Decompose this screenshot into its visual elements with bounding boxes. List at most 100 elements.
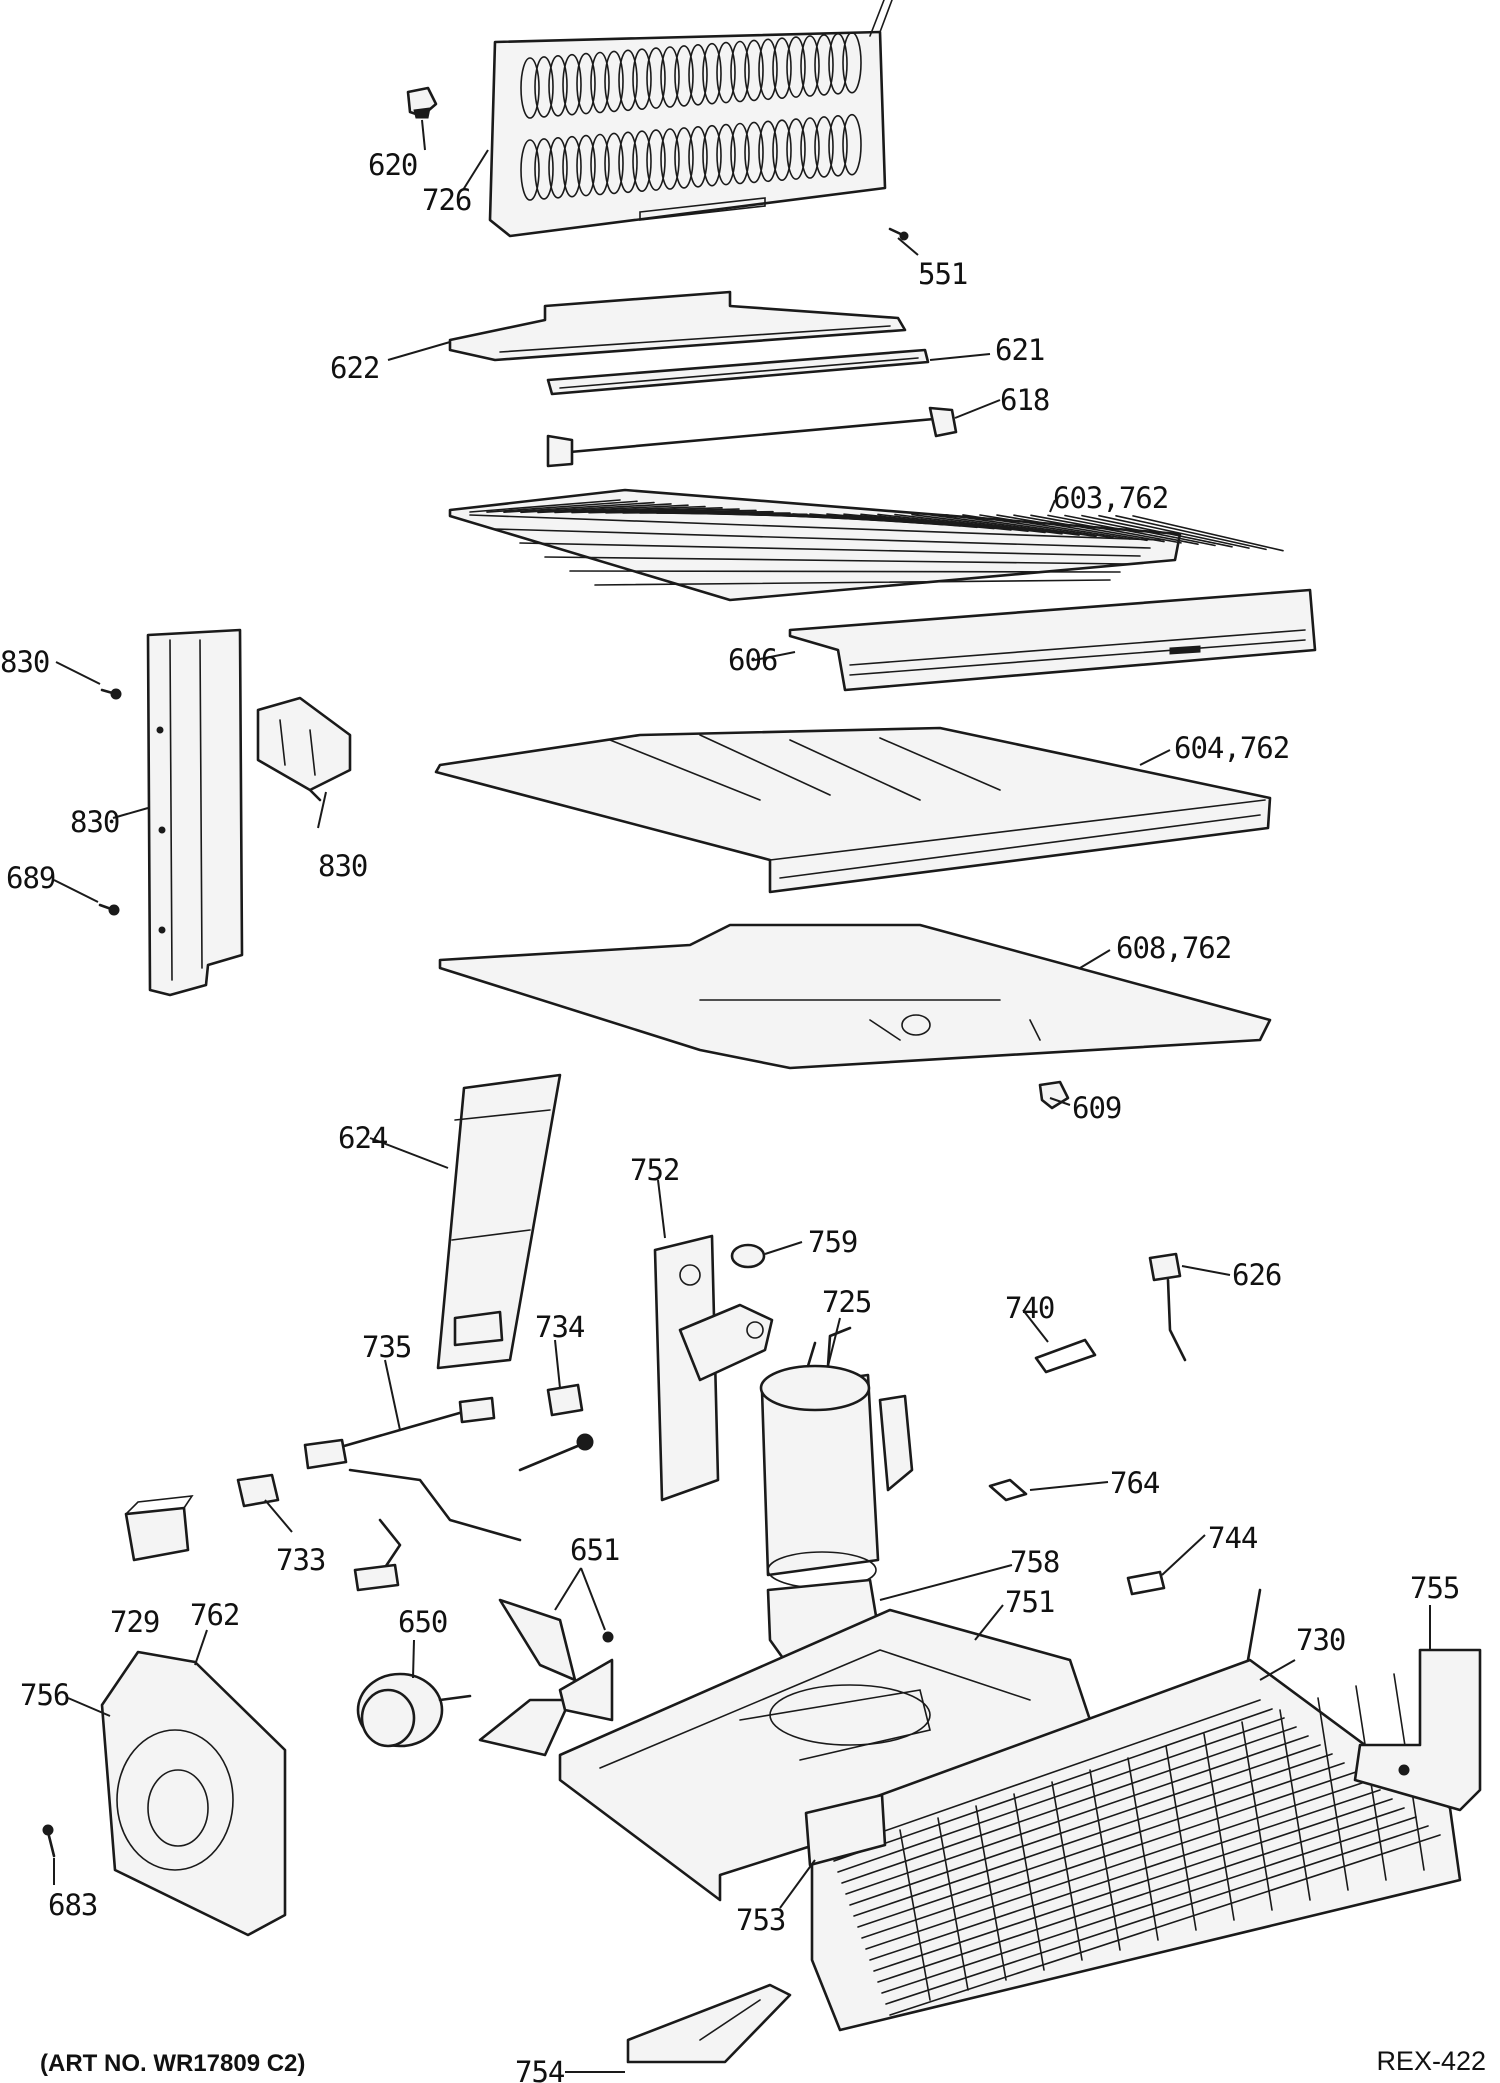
- condenser-tube: [877, 1807, 1405, 1983]
- coil-loop: [660, 46, 680, 108]
- shelf-wire: [911, 513, 1063, 535]
- part-733-clip[interactable]: [236, 1473, 280, 1508]
- shelf-rail: [569, 570, 1121, 573]
- part-729-relay[interactable]: [124, 1495, 194, 1562]
- part-551-screw[interactable]: [888, 227, 909, 241]
- shelf-wire: [1064, 514, 1216, 547]
- part-725-compressor[interactable]: [759, 1326, 914, 1589]
- condenser-wire: [975, 1805, 1007, 1981]
- condenser-tube: [857, 1762, 1345, 1928]
- part-755-bracket[interactable]: [1353, 1648, 1482, 1812]
- shelf-wire: [554, 505, 706, 514]
- part-604-divider[interactable]: [434, 726, 1272, 894]
- part-609-clip[interactable]: [1038, 1080, 1070, 1110]
- part-626-thermostat[interactable]: [1148, 1252, 1187, 1362]
- condenser-wire: [1051, 1781, 1083, 1961]
- shelf-wire: [486, 500, 638, 513]
- coil-loop: [660, 128, 680, 190]
- condenser-tube: [845, 1735, 1309, 1895]
- label-609: 609: [1072, 1091, 1121, 1125]
- part-744-clip[interactable]: [1126, 1570, 1166, 1596]
- coil-loop: [520, 57, 540, 119]
- label-551: 551: [918, 257, 967, 291]
- condenser-wire: [1127, 1757, 1159, 1941]
- part-726-evaporator[interactable]: [488, 0, 893, 238]
- part-754-pan[interactable]: [626, 1983, 792, 2064]
- label-830-screw: 830: [0, 645, 49, 679]
- label-830-switch: 830: [318, 849, 367, 883]
- label-650: 650: [398, 1605, 447, 1639]
- part-730-condenser[interactable]: [810, 1588, 1462, 2032]
- condenser-wire: [1203, 1733, 1235, 1921]
- coil-loop: [828, 32, 848, 95]
- part-618-heater[interactable]: [546, 406, 958, 468]
- part-756-shroud[interactable]: [100, 1650, 287, 1937]
- shelf-rail: [594, 579, 1111, 586]
- part-734-relay[interactable]: [546, 1383, 584, 1417]
- condenser-tube: [829, 1699, 1261, 1851]
- part-830-screw[interactable]: [100, 688, 122, 700]
- shelf-rail: [519, 542, 1141, 557]
- part-620-clip[interactable]: [406, 86, 438, 119]
- coil-loop: [548, 137, 568, 199]
- shelf-wire: [1115, 514, 1267, 551]
- coil-loop: [590, 51, 610, 114]
- label-730: 730: [1296, 1623, 1345, 1657]
- label-762: 762: [190, 1598, 239, 1632]
- condenser-wire: [1241, 1721, 1273, 1911]
- shelf-wire: [1030, 514, 1182, 544]
- part-621-bracket[interactable]: [546, 348, 930, 396]
- condenser-wire: [1165, 1745, 1197, 1931]
- condenser-wire: [937, 1817, 969, 1991]
- label-735: 735: [362, 1330, 411, 1364]
- part-830-switch[interactable]: [256, 696, 352, 802]
- condenser-tube: [849, 1744, 1321, 1906]
- part-603-shelf[interactable]: [448, 488, 1284, 602]
- part-606-duct[interactable]: [788, 588, 1317, 692]
- condenser-wire: [1279, 1709, 1311, 1901]
- shelf-wire: [520, 503, 672, 514]
- coil-loop: [716, 123, 736, 186]
- coil-loop: [604, 132, 624, 195]
- label-752: 752: [630, 1153, 679, 1187]
- coil-loop: [744, 121, 764, 184]
- label-764: 764: [1110, 1466, 1160, 1500]
- shelf-wire: [962, 514, 1114, 539]
- coil-loop: [786, 36, 806, 98]
- coil-loop: [534, 138, 554, 200]
- coil-loop: [604, 50, 624, 113]
- part-764-clip[interactable]: [988, 1478, 1028, 1502]
- condenser-tube: [881, 1816, 1417, 1994]
- shelf-wire: [1081, 514, 1233, 548]
- coil-loop: [814, 116, 834, 178]
- part-651-fan-blade[interactable]: [478, 1598, 614, 1757]
- label-733: 733: [276, 1543, 325, 1577]
- part-622-cover[interactable]: [448, 290, 907, 362]
- part-650-motor[interactable]: [356, 1672, 472, 1748]
- part-624-panel[interactable]: [436, 1073, 562, 1370]
- coil-loop: [590, 133, 610, 196]
- label-734: 734: [535, 1310, 585, 1344]
- shelf-wire: [1047, 514, 1199, 546]
- part-683-screw[interactable]: [42, 1824, 56, 1858]
- label-604-762: 604,762: [1174, 731, 1289, 765]
- part-740-clip[interactable]: [1034, 1338, 1097, 1374]
- coil-loop: [758, 120, 778, 183]
- label-620: 620: [368, 148, 417, 182]
- art-number: (ART NO. WR17809 C2): [40, 2050, 306, 2077]
- part-689-screw[interactable]: [98, 903, 120, 916]
- label-753: 753: [736, 1903, 785, 1937]
- coil-loop: [800, 117, 820, 179]
- label-689: 689: [6, 861, 55, 895]
- part-608-pan[interactable]: [438, 923, 1272, 1070]
- shelf-rail: [544, 556, 1131, 565]
- part-759-grommet[interactable]: [730, 1243, 766, 1269]
- part-830-channel[interactable]: [146, 628, 244, 997]
- shelf-wire: [537, 504, 689, 514]
- part-735-harness[interactable]: [303, 1396, 594, 1592]
- part-752-bracket[interactable]: [653, 1234, 774, 1502]
- condenser-tube: [861, 1771, 1357, 1939]
- part-753-bracket[interactable]: [804, 1793, 887, 1867]
